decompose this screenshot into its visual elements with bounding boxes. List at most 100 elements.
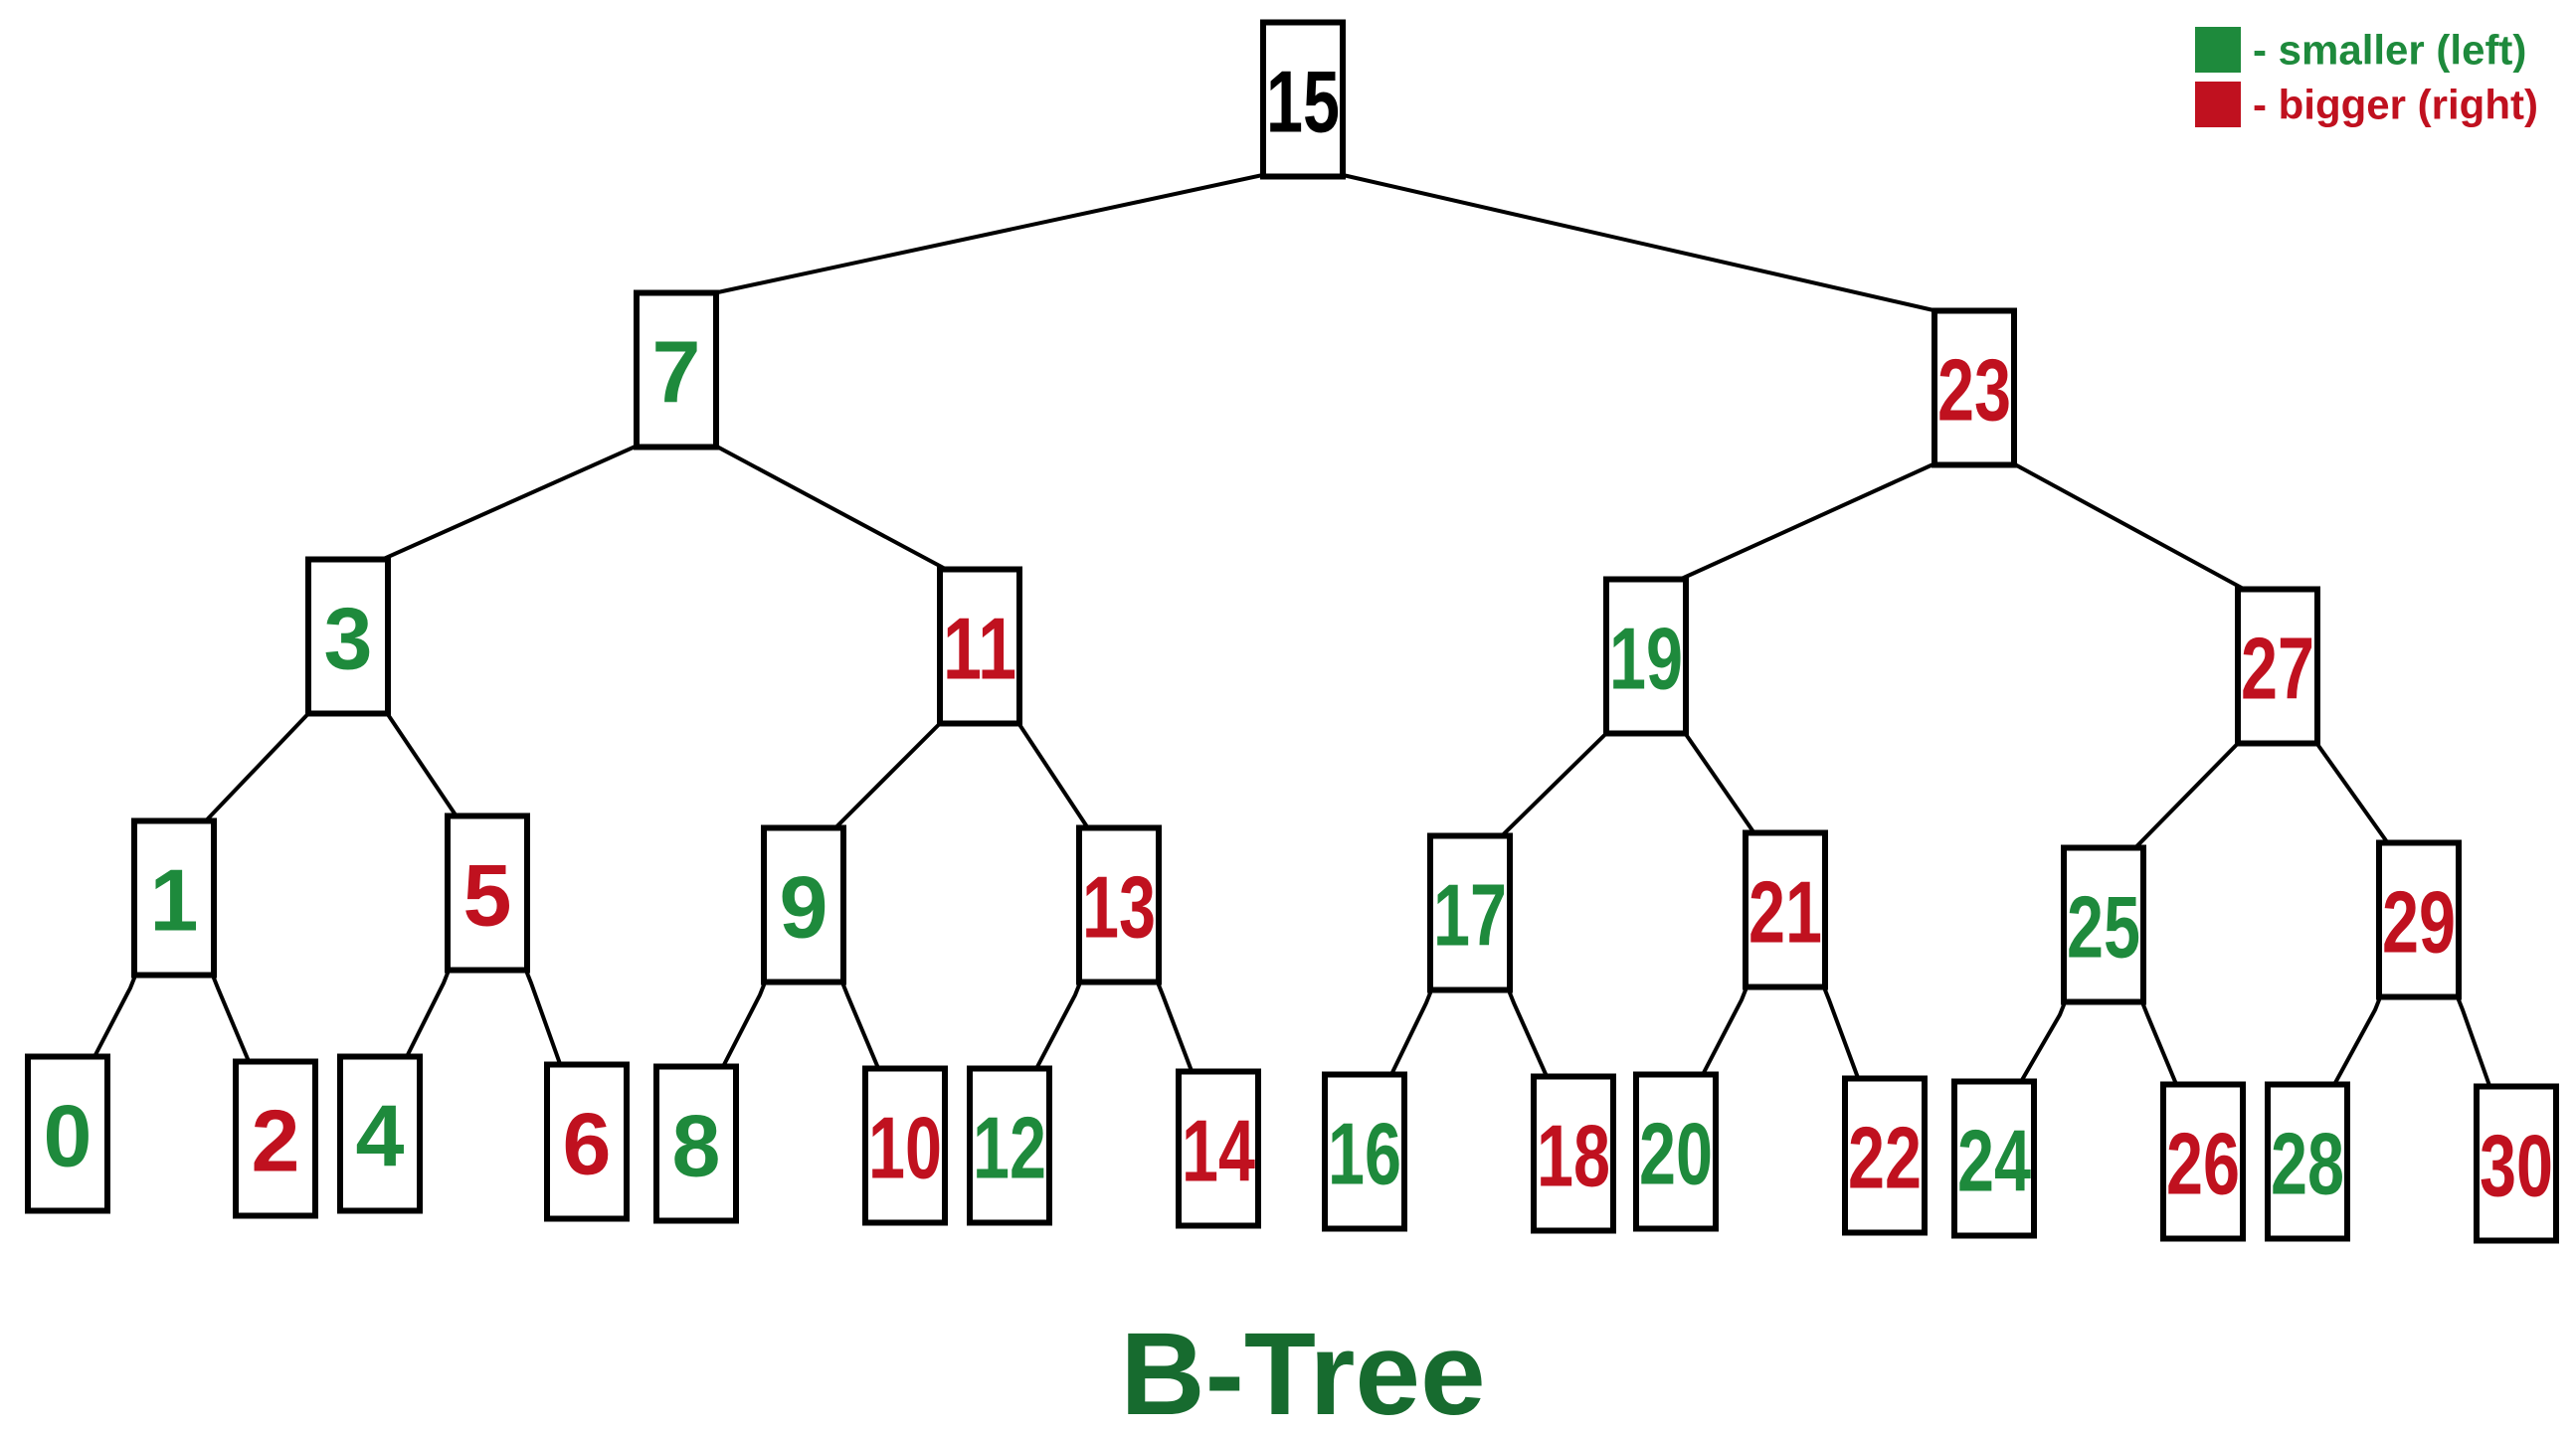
tree-node-18: 18 <box>1531 1073 1616 1234</box>
edge-15-7 <box>705 172 1266 297</box>
edge-25-26 <box>2139 998 2179 1088</box>
node-label-10: 10 <box>868 1099 942 1197</box>
tree-node-16: 16 <box>1322 1071 1407 1232</box>
edge-1-0 <box>92 972 138 1060</box>
legend: - smaller (left) - bigger (right) <box>2195 27 2538 128</box>
node-label-12: 12 <box>973 1099 1046 1197</box>
tree-node-9: 9 <box>761 824 846 986</box>
node-box-15 <box>1260 19 1346 180</box>
tree-node-14: 14 <box>1176 1068 1261 1229</box>
node-box-13 <box>1076 824 1162 986</box>
tree-node-20: 20 <box>1633 1071 1719 1232</box>
tree-node-28: 28 <box>2265 1081 2350 1242</box>
edge-11-13 <box>1015 720 1091 831</box>
edge-13-12 <box>1033 979 1083 1072</box>
tree-node-26: 26 <box>2160 1081 2246 1242</box>
tree-node-19: 19 <box>1603 576 1689 737</box>
node-box-5 <box>445 812 530 974</box>
tree-node-0: 0 <box>25 1053 110 1214</box>
node-box-22 <box>1842 1075 1928 1236</box>
tree-node-6: 6 <box>544 1061 630 1222</box>
node-box-18 <box>1531 1073 1616 1234</box>
node-label-15: 15 <box>1266 53 1340 151</box>
node-label-7: 7 <box>652 323 701 422</box>
edge-5-4 <box>404 967 452 1060</box>
legend-smaller-swatch <box>2195 27 2241 73</box>
node-box-26 <box>2160 1081 2246 1242</box>
edge-9-10 <box>839 979 881 1072</box>
edge-7-11 <box>713 443 951 574</box>
legend-bigger-swatch <box>2195 82 2241 127</box>
edge-3-5 <box>384 710 460 819</box>
node-label-16: 16 <box>1328 1105 1401 1203</box>
edge-27-25 <box>2131 740 2242 851</box>
node-label-21: 21 <box>1748 863 1822 962</box>
edge-27-29 <box>2313 740 2391 846</box>
tree-node-22: 22 <box>1842 1075 1928 1236</box>
node-label-4: 4 <box>356 1087 405 1185</box>
tree-edges <box>92 172 2492 1090</box>
node-label-14: 14 <box>1182 1102 1255 1200</box>
node-label-6: 6 <box>563 1095 612 1193</box>
tree-node-1: 1 <box>131 817 217 979</box>
node-box-21 <box>1743 829 1828 990</box>
node-label-23: 23 <box>1937 341 2011 440</box>
diagram-title: B-Tree <box>1120 1309 1485 1436</box>
edge-3-1 <box>202 710 312 824</box>
tree-node-2: 2 <box>233 1058 318 1219</box>
tree-node-5: 5 <box>445 812 530 974</box>
node-label-9: 9 <box>780 858 828 957</box>
edge-17-16 <box>1388 987 1434 1078</box>
edge-1-2 <box>210 972 252 1065</box>
node-label-0: 0 <box>44 1087 92 1185</box>
node-box-17 <box>1427 832 1513 993</box>
legend-smaller-label: - smaller (left) <box>2253 27 2526 74</box>
node-label-24: 24 <box>1957 1112 2031 1210</box>
tree-node-13: 13 <box>1076 824 1162 986</box>
tree-node-11: 11 <box>937 566 1022 727</box>
node-label-27: 27 <box>2241 620 2314 718</box>
tree-node-10: 10 <box>862 1065 948 1226</box>
tree-node-15: 15 <box>1260 19 1346 180</box>
edge-23-19 <box>1675 460 1937 584</box>
edge-19-21 <box>1682 730 1757 836</box>
node-box-30 <box>2474 1083 2559 1244</box>
edge-7-3 <box>377 443 640 564</box>
tree-node-24: 24 <box>1951 1078 2037 1239</box>
node-box-14 <box>1176 1068 1261 1229</box>
node-label-20: 20 <box>1639 1105 1713 1203</box>
node-label-22: 22 <box>1848 1109 1922 1207</box>
edge-9-8 <box>720 979 768 1070</box>
node-label-1: 1 <box>150 851 199 950</box>
node-box-11 <box>937 566 1022 727</box>
node-box-1 <box>131 817 217 979</box>
node-box-0 <box>25 1053 110 1214</box>
node-label-18: 18 <box>1537 1107 1610 1205</box>
tree-node-7: 7 <box>634 289 719 450</box>
edge-25-24 <box>2018 998 2068 1085</box>
edge-29-28 <box>2331 993 2383 1088</box>
tree-node-21: 21 <box>1743 829 1828 990</box>
node-box-6 <box>544 1061 630 1222</box>
legend-bigger-label: - bigger (right) <box>2253 82 2538 128</box>
tree-node-4: 4 <box>337 1053 423 1214</box>
node-box-28 <box>2265 1081 2350 1242</box>
node-box-24 <box>1951 1078 2037 1239</box>
node-box-23 <box>1932 307 2017 468</box>
tree-node-30: 30 <box>2474 1083 2559 1244</box>
tree-node-17: 17 <box>1427 832 1513 993</box>
edge-17-18 <box>1506 987 1550 1080</box>
tree-node-12: 12 <box>967 1065 1052 1226</box>
node-box-27 <box>2235 586 2320 747</box>
node-label-26: 26 <box>2166 1115 2240 1213</box>
edge-5-6 <box>523 967 563 1068</box>
node-label-3: 3 <box>324 590 373 688</box>
edge-21-20 <box>1700 984 1749 1078</box>
tree-node-23: 23 <box>1932 307 2017 468</box>
tree-node-27: 27 <box>2235 586 2320 747</box>
node-box-20 <box>1633 1071 1719 1232</box>
node-box-3 <box>305 556 391 717</box>
node-box-19 <box>1603 576 1689 737</box>
